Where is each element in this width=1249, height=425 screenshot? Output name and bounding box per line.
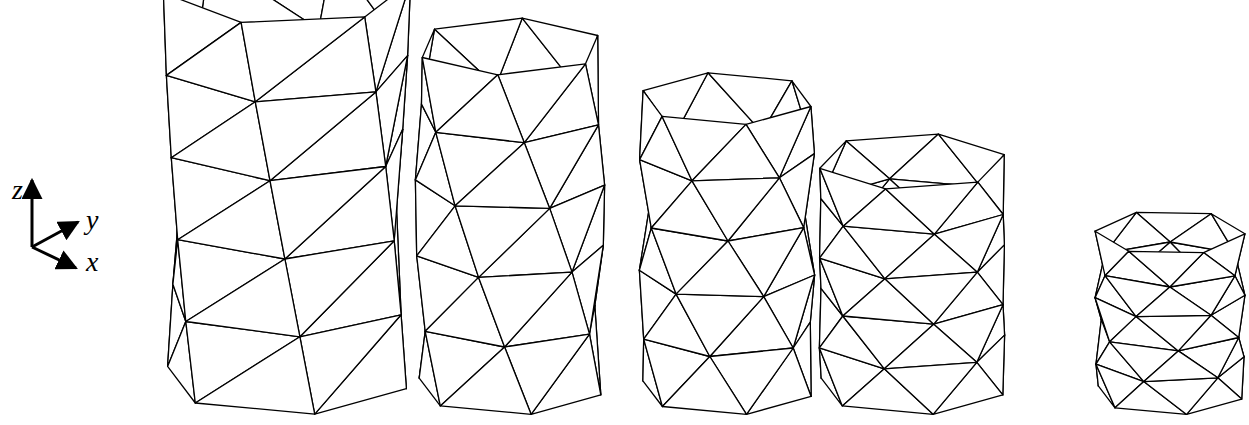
crease-facet bbox=[1144, 378, 1218, 415]
axis-label: x bbox=[86, 248, 98, 276]
crease-facet bbox=[885, 272, 977, 324]
crease-facet bbox=[676, 241, 764, 297]
crease-facet bbox=[886, 182, 978, 234]
crease-facet bbox=[692, 178, 779, 241]
crease-facet bbox=[1136, 287, 1211, 317]
crease-facet bbox=[178, 181, 285, 259]
crease-facet bbox=[884, 362, 977, 414]
axis-triad bbox=[32, 180, 78, 268]
crease-facet bbox=[300, 315, 401, 414]
crease-facet bbox=[692, 124, 779, 180]
crease-facet bbox=[884, 324, 977, 369]
crease-facet bbox=[479, 272, 572, 347]
crease-facet bbox=[241, 17, 365, 102]
kresling-tubes bbox=[163, 0, 1245, 414]
crease-facet bbox=[285, 241, 394, 337]
crease-facet bbox=[1144, 351, 1218, 382]
crease-facet bbox=[885, 234, 977, 279]
crease-facet bbox=[270, 167, 386, 260]
folded-tube bbox=[163, 0, 410, 414]
folded-tube bbox=[819, 134, 1004, 414]
folded-tube bbox=[415, 18, 604, 414]
crease-facet bbox=[171, 102, 270, 181]
crease-facet bbox=[455, 143, 550, 209]
crease-facet bbox=[186, 259, 300, 337]
crease-facet bbox=[1136, 315, 1211, 351]
crease-facet bbox=[436, 75, 525, 143]
folded-tube bbox=[639, 73, 814, 415]
crease-facet bbox=[1129, 251, 1204, 287]
axis-label: z bbox=[12, 176, 23, 204]
crease-facet bbox=[455, 206, 550, 278]
crease-facet bbox=[195, 337, 314, 414]
axis-label: y bbox=[86, 206, 98, 234]
crease-facet bbox=[676, 294, 764, 356]
folded-tube bbox=[1095, 212, 1245, 414]
crease-facet bbox=[440, 347, 531, 414]
crease-facet bbox=[255, 92, 376, 181]
crease-facet bbox=[166, 22, 255, 101]
crease-facet bbox=[662, 357, 746, 415]
